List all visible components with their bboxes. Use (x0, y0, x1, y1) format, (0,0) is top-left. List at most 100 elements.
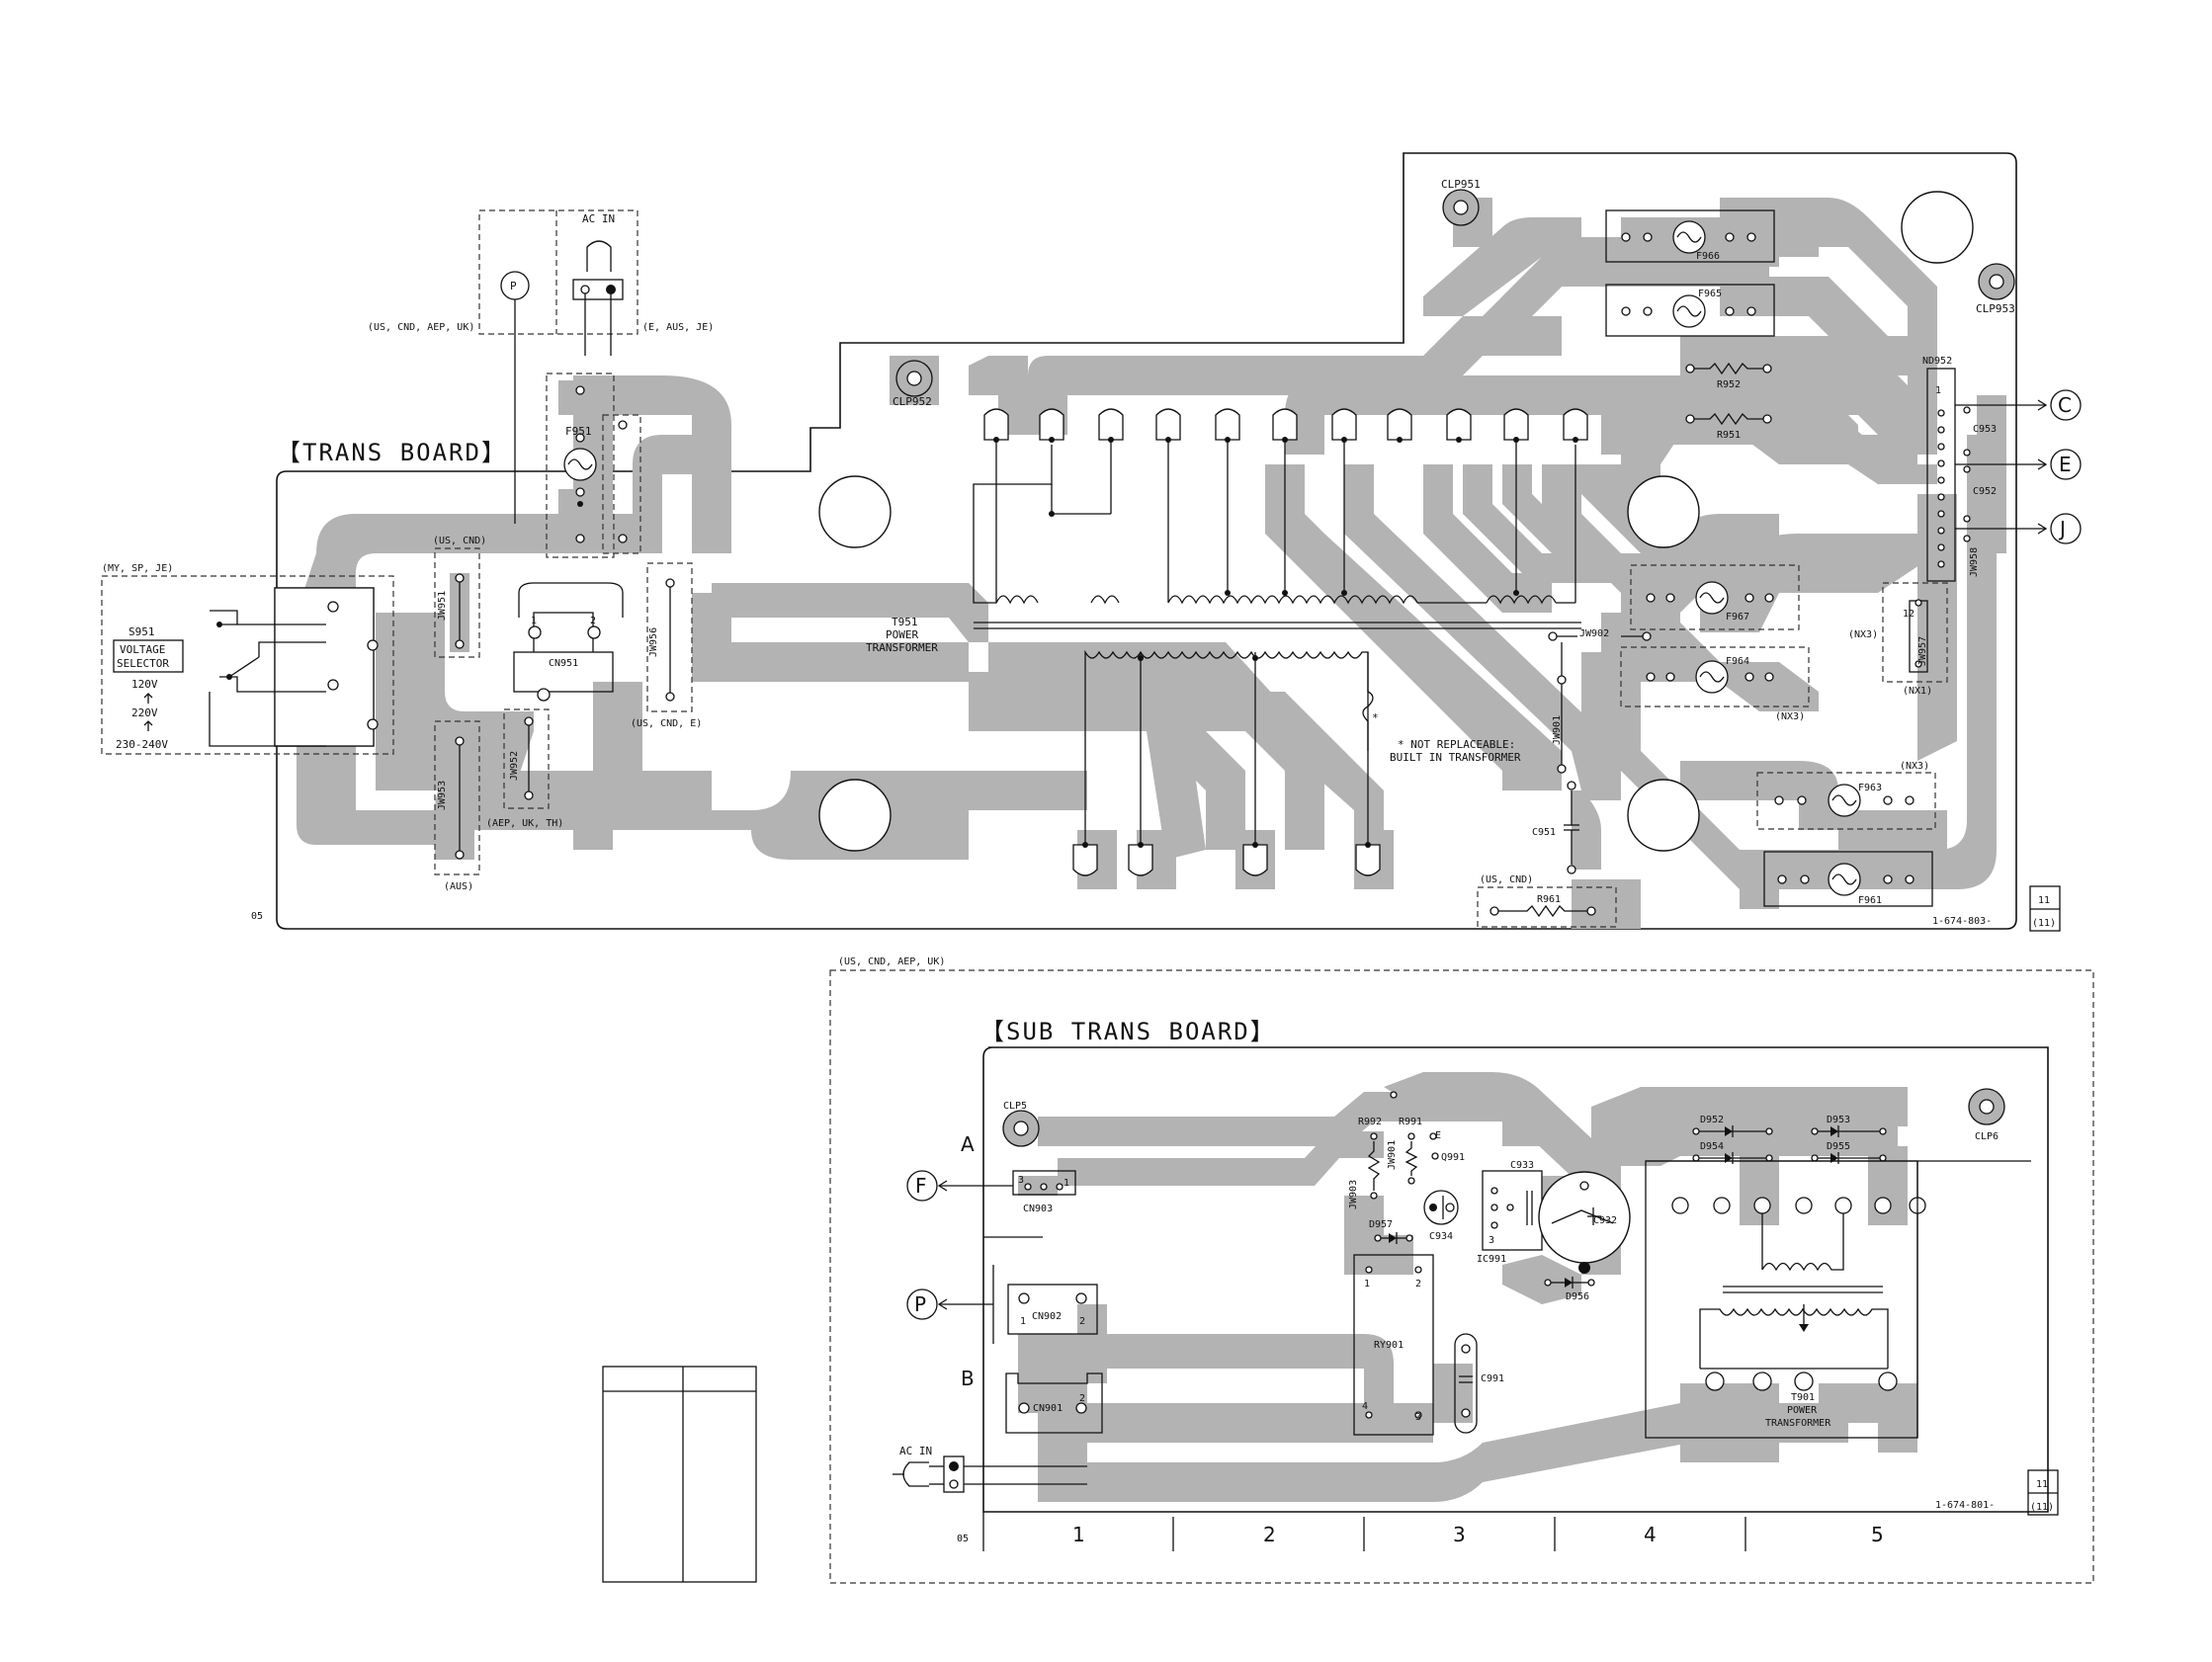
svg-text:Q991: Q991 (1441, 1152, 1465, 1163)
svg-text:2: 2 (1415, 1279, 1421, 1289)
svg-text:IC991: IC991 (1477, 1254, 1506, 1265)
svg-text:12: 12 (1903, 609, 1914, 620)
clp6: CLP6 (1968, 1088, 2005, 1142)
svg-text:C991: C991 (1481, 1373, 1504, 1384)
trans-board-corner-code: 05 (251, 911, 263, 922)
svg-text:CN901: CN901 (1033, 1403, 1063, 1414)
svg-text:(NX3): (NX3) (1848, 629, 1878, 640)
power-transformer-t951: * T951 POWER TRANSFORMER * NOT REPLACEAB… (866, 440, 1581, 845)
svg-text:JW952: JW952 (509, 751, 520, 781)
svg-text:JW956: JW956 (648, 627, 659, 657)
fuse-f966: F966 (1605, 209, 1775, 263)
mounting-hole (1901, 191, 1974, 264)
legend-table (602, 1366, 757, 1583)
column-scale: 1 2 3 4 5 (982, 1512, 1884, 1551)
svg-text:(11): (11) (2030, 1502, 2054, 1513)
svg-text:*: * (1372, 711, 1379, 724)
svg-text:(US, CND, AEP, UK): (US, CND, AEP, UK) (368, 322, 474, 333)
trans-board: CLP951 CLP952 CLP953 (101, 152, 2082, 932)
svg-text:BUILT IN TRANSFORMER: BUILT IN TRANSFORMER (1390, 751, 1521, 764)
svg-text:VOLTAGE: VOLTAGE (120, 643, 165, 656)
svg-text:F967: F967 (1726, 612, 1749, 623)
svg-text:RY901: RY901 (1374, 1340, 1404, 1351)
svg-text:TRANSFORMER: TRANSFORMER (866, 641, 938, 654)
fuse-f951: F951 (546, 373, 641, 558)
svg-text:ND952: ND952 (1922, 356, 1952, 367)
svg-text:CLP6: CLP6 (1975, 1131, 1999, 1142)
svg-text:AC IN: AC IN (582, 212, 615, 225)
svg-text:T901: T901 (1791, 1392, 1815, 1403)
svg-text:(US, CND, E): (US, CND, E) (631, 718, 702, 729)
connector-f-circle (906, 1170, 938, 1202)
svg-text:2: 2 (1079, 1393, 1085, 1404)
fuse-f967: F967 (1630, 564, 1800, 630)
svg-text:JW903: JW903 (1348, 1180, 1359, 1209)
svg-text:E: E (2059, 453, 2072, 476)
trans-board-revision: 11 (11) (2029, 885, 2061, 932)
svg-text:R952: R952 (1717, 379, 1741, 390)
svg-text:CLP951: CLP951 (1441, 178, 1481, 191)
sub-trans-board-corner-code: 05 (957, 1534, 969, 1544)
svg-text:CN902: CN902 (1032, 1311, 1062, 1322)
column-label: 4 (1644, 1523, 1657, 1546)
svg-text:120V: 120V (131, 678, 158, 691)
resistor-r961: (US, CND) R961 (1477, 874, 1617, 928)
connector-cn902: 1 CN902 2 P (906, 1236, 1098, 1344)
column-label: 2 (1263, 1523, 1276, 1546)
capacitor-c933: C933 3 IC991 (1477, 1160, 1543, 1265)
svg-text:230-240V: 230-240V (116, 738, 168, 751)
svg-text:3: 3 (1415, 1412, 1421, 1423)
svg-text:(AUS): (AUS) (444, 881, 473, 892)
svg-text:(NX1): (NX1) (1903, 686, 1932, 697)
connector-p-circle-sub (906, 1288, 938, 1320)
sub-trans-board: (US, CND, AEP, UK) 【SUB TRANS BOARD】 (829, 956, 2094, 1584)
resistors-r991-r992: R992 R991 JW901 JW903 (1348, 1091, 1422, 1209)
mounting-hole (1627, 475, 1700, 548)
row-b-label: B (961, 1367, 975, 1390)
sub-trans-board-revision: 11 (11) (2027, 1469, 2059, 1516)
clp953: CLP953 (1976, 263, 2015, 315)
svg-text:CLP953: CLP953 (1976, 302, 2015, 315)
svg-text:F963: F963 (1858, 783, 1882, 793)
svg-text:CN903: CN903 (1023, 1204, 1053, 1214)
svg-text:(US, CND): (US, CND) (433, 536, 486, 546)
svg-text:1: 1 (1063, 1178, 1069, 1189)
fuse-f961: F961 (1763, 851, 1933, 907)
trans-board-number: 1-674-803- (1932, 916, 1992, 927)
transformer-bottom-pins (1072, 842, 1381, 876)
capacitor-c932: C932 (1538, 1171, 1631, 1274)
svg-text:R992: R992 (1358, 1117, 1382, 1127)
svg-text:CN951: CN951 (549, 658, 578, 669)
jumper-jw957: (NX3) (NX1) 12 JW957 (1848, 582, 1948, 697)
svg-text:JW951: JW951 (437, 591, 448, 621)
svg-text:JW958: JW958 (1969, 547, 1980, 577)
svg-text:F965: F965 (1698, 289, 1722, 299)
jumper-jw951: (US, CND) JW951 (433, 536, 486, 658)
clp5: CLP5 (1002, 1101, 1040, 1147)
diode-d956: D956 (1544, 1277, 1595, 1302)
svg-text:F: F (915, 1174, 927, 1198)
sub-trans-board-outline (982, 1046, 2049, 1513)
diode-d957: D957 (1369, 1219, 1413, 1244)
column-label: 5 (1871, 1523, 1884, 1546)
resistor-r951: R951 (1685, 412, 1772, 441)
svg-text:J: J (2058, 517, 2066, 540)
capacitor-c951: C951 (1532, 781, 1579, 874)
connector-nd952: ND952 1 C953 C952 JW958 C (1922, 356, 2082, 582)
svg-text:2: 2 (1079, 1316, 1085, 1327)
svg-text:F951: F951 (565, 425, 592, 438)
svg-text:D957: D957 (1369, 1219, 1393, 1230)
svg-text:JW953: JW953 (437, 781, 448, 810)
svg-text:C933: C933 (1510, 1160, 1534, 1171)
svg-text:AC IN: AC IN (899, 1445, 932, 1457)
svg-text:P: P (510, 280, 517, 292)
connector-c-circle (2050, 389, 2082, 421)
mounting-hole (1627, 779, 1700, 852)
transistor-q991: E Q991 (1429, 1130, 1465, 1163)
capacitor-c991: C991 (1454, 1333, 1504, 1434)
ac-inlet-top: AC IN P (US, CND, AEP, UK) (E, AUS, JE) (368, 209, 714, 524)
svg-text:D956: D956 (1566, 1291, 1589, 1302)
svg-text:R991: R991 (1399, 1117, 1422, 1127)
mounting-hole (818, 475, 892, 548)
